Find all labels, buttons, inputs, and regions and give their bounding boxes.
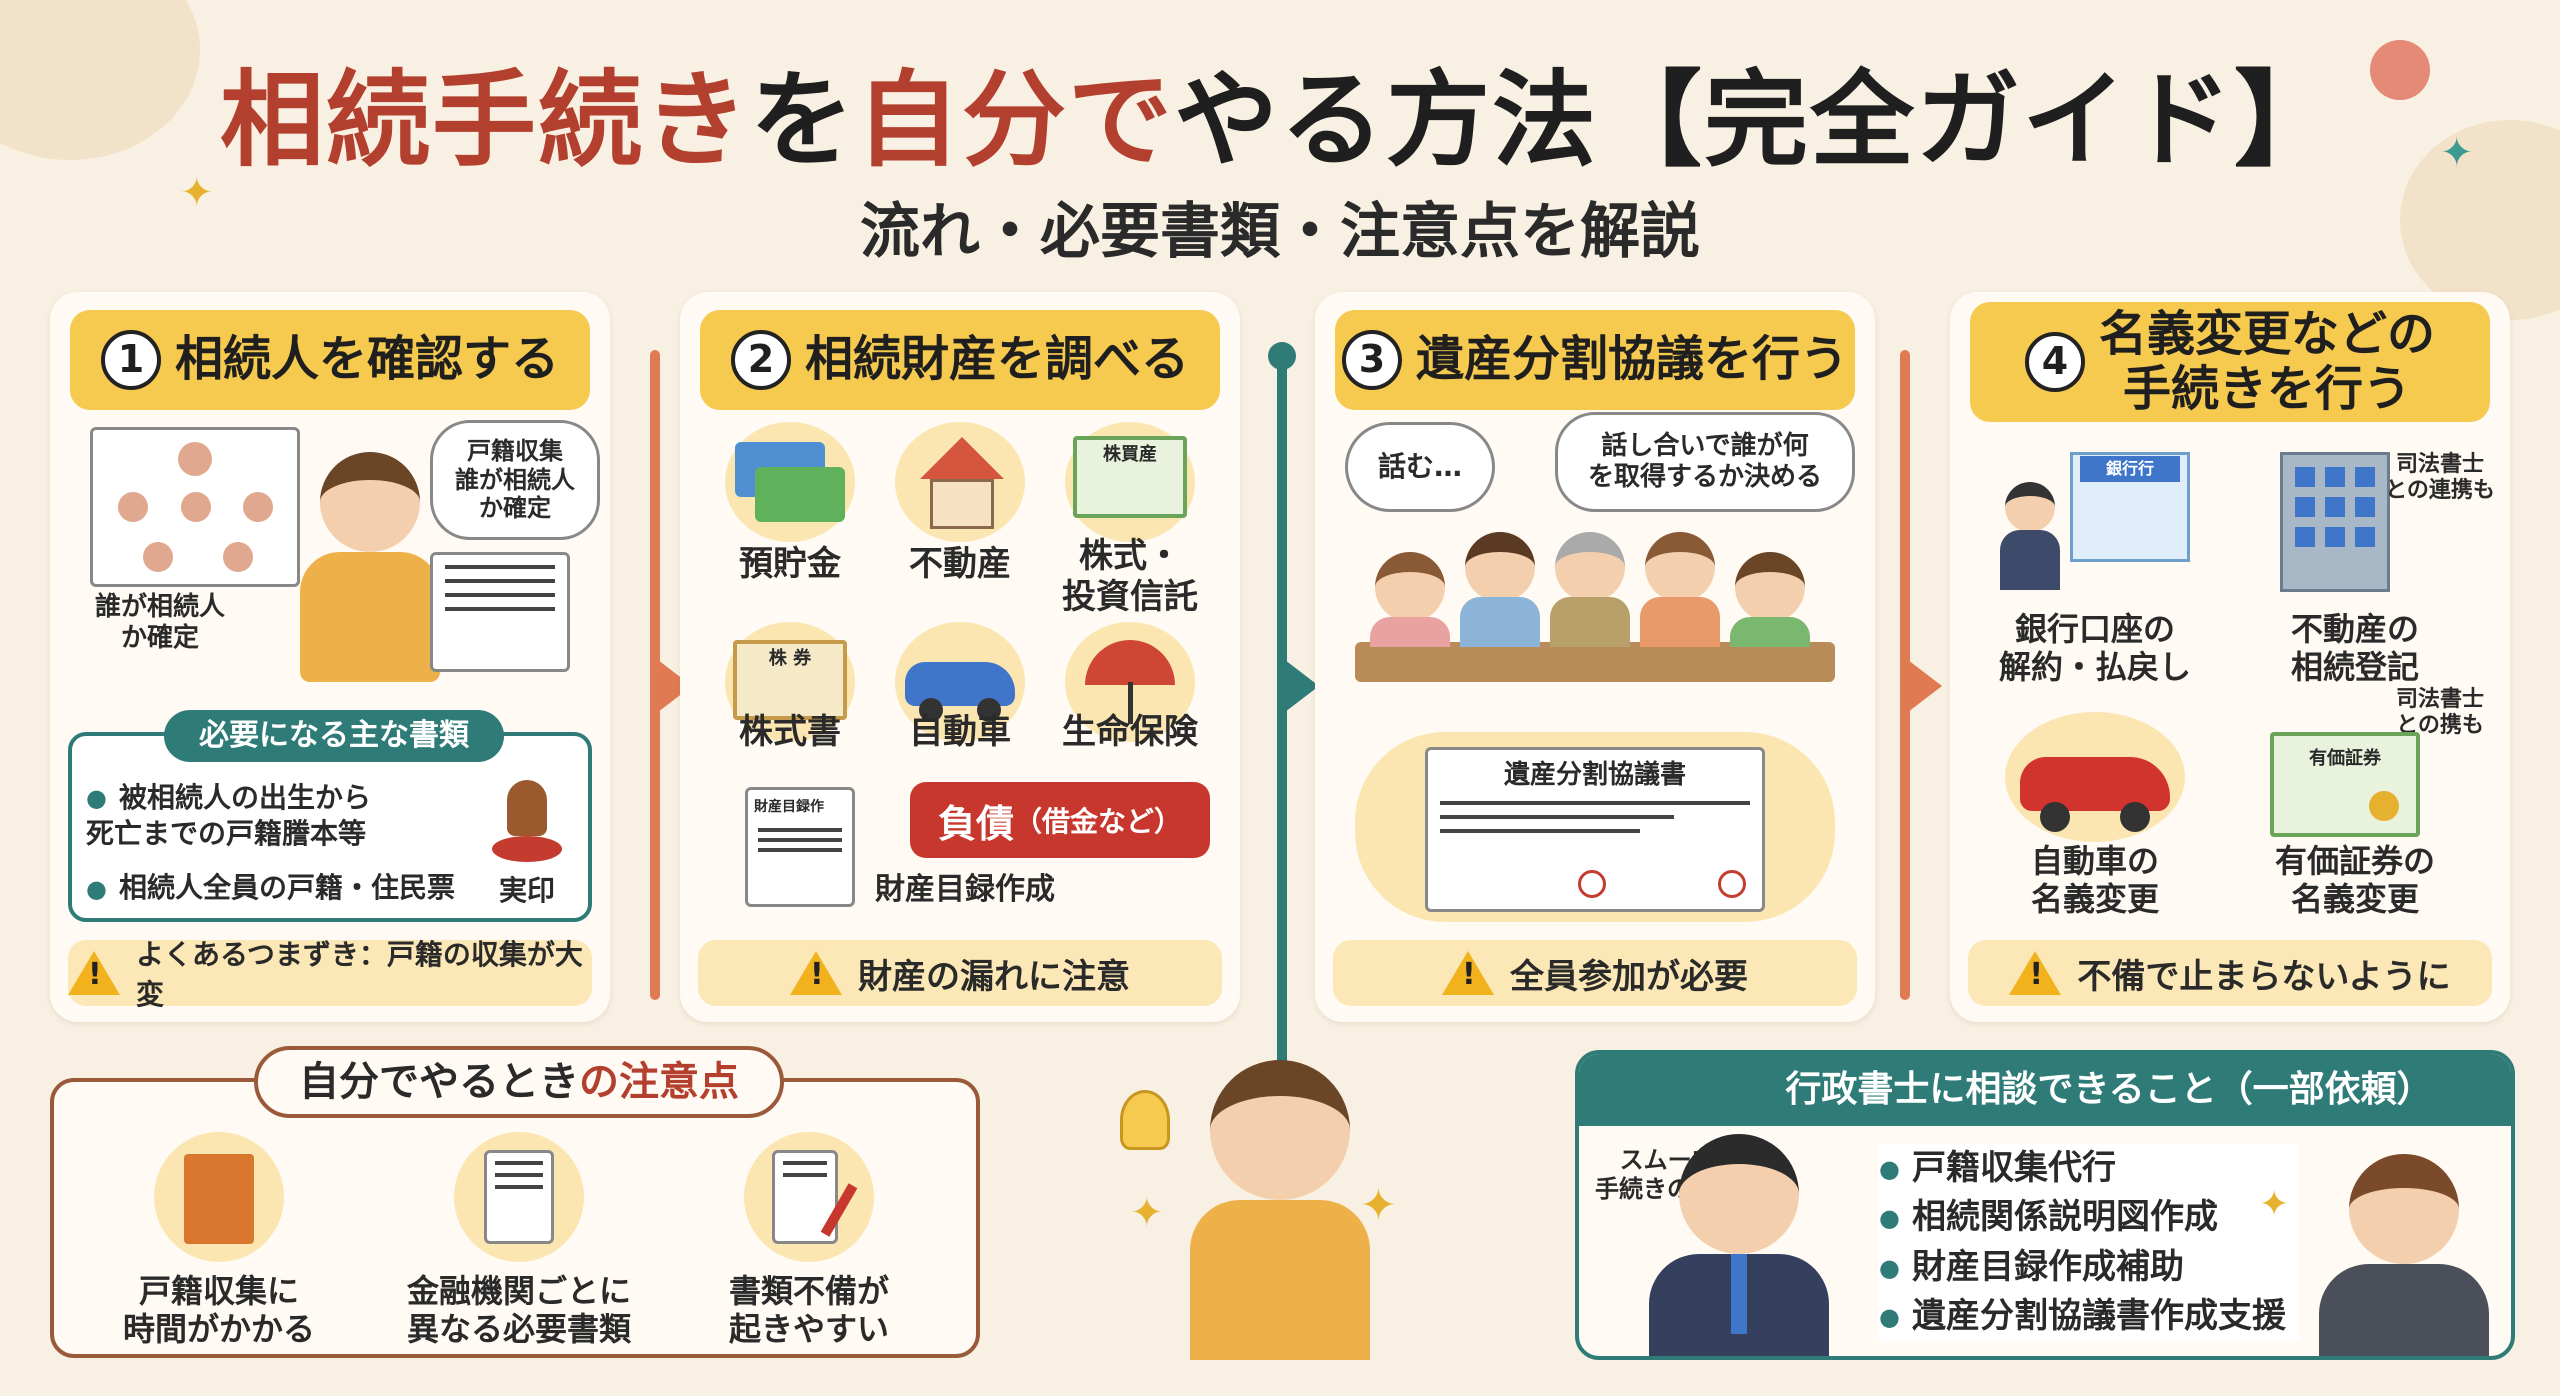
building-icon: [2280, 452, 2390, 592]
flow-connector-3-4: [1900, 350, 1910, 1000]
debt-badge: 負債（借金など）: [910, 782, 1210, 858]
required-documents-box: 必要になる主な書類 被相続人の出生から 死亡までの戸籍謄本等 相続人全員の戸籍・…: [68, 710, 592, 922]
step-4-card: 4 名義変更などの 手続きを行う 銀行行 銀行口座の 解約・払戻し 司法書士 と…: [1950, 292, 2510, 1022]
real-estate-label: 不動産の 相続登記: [2290, 610, 2419, 687]
sparkle-icon: ✦: [1360, 1180, 1397, 1231]
asset-label-car: 自動車: [909, 712, 1011, 752]
house-icon: [895, 422, 1025, 542]
inventory-document-icon: 財産目録作: [745, 787, 855, 907]
stock-certificate-icon: 株買産: [1065, 422, 1195, 542]
document-pen-icon: [744, 1132, 874, 1262]
person-illustration: [290, 452, 450, 682]
caution-item: 書類不備が 起きやすい: [728, 1272, 889, 1349]
consultation-item: 財産目録作成補助: [1879, 1243, 2299, 1292]
asset-label-bonds: 株式書: [739, 712, 841, 752]
step-number: 2: [730, 330, 791, 390]
cautions-box: 自分でやるときの注意点 戸籍収集に 時間がかかる 金融機関ごとに 異なる必要書類…: [50, 1046, 980, 1358]
umbrella-icon: [1065, 622, 1195, 742]
lightbulb-icon: [1120, 1090, 1170, 1150]
sparkle-icon: ✦: [180, 170, 214, 216]
step-1-card: 1 相続人を確認する 戸籍収集 誰が相続人 か確定 誰が相続人 か確定 必要にな…: [50, 292, 610, 1022]
required-documents-heading: 必要になる主な書類: [164, 710, 504, 762]
family-register-icon: [154, 1132, 284, 1262]
speech-bubble-left: 話む…: [1345, 422, 1495, 512]
asset-label-savings: 預貯金: [739, 544, 841, 584]
step-4-title: 4 名義変更などの 手続きを行う: [1970, 302, 2490, 422]
consultation-list: 戸籍収集代行 相続関係説明図作成 財産目録作成補助 遺産分割協議書作成支援: [1879, 1144, 2299, 1342]
consultation-box: 行政書士に相談できること（一部依頼） スムーズな 手続きのために 戸籍収集代行 …: [1575, 1050, 2515, 1360]
inventory-label: 財産目録作成: [875, 872, 1055, 907]
consultation-item: 相続関係説明図作成: [1879, 1193, 2299, 1242]
car-icon: [2005, 712, 2185, 842]
caution-item: 戸籍収集に 時間がかかる: [122, 1272, 315, 1349]
step-1-caption: 誰が相続人 か確定: [94, 592, 225, 654]
family-meeting-illustration: [1355, 522, 1835, 712]
step-number: 4: [2024, 332, 2085, 392]
step-number: 1: [100, 330, 161, 390]
securities-certificate-icon: 有価証券: [2270, 732, 2420, 837]
document-icon: [454, 1132, 584, 1262]
connector-dot: [1268, 342, 1296, 370]
sparkle-icon: ✦: [2259, 1184, 2290, 1225]
bank-label: 銀行口座の 解約・払戻し: [1998, 610, 2191, 687]
step-3-card: 3 遺産分割協議を行う 話む… 話し合いで誰が何 を取得するか決める 遺産分割協…: [1315, 292, 1875, 1022]
speech-bubble-right: 話し合いで誰が何 を取得するか決める: [1555, 412, 1855, 512]
step-1-title: 1 相続人を確認する: [70, 310, 590, 410]
step-3-warning: 全員参加が必要: [1333, 940, 1857, 1006]
step-number: 3: [1341, 330, 1402, 390]
scrivener-note-1: 司法書士 との連携も: [2385, 452, 2495, 504]
step-2-title: 2 相続財産を調べる: [700, 310, 1220, 410]
warning-icon: [1442, 951, 1494, 995]
document-item: 相続人全員の戸籍・住民票: [86, 868, 486, 909]
scrivener-woman-illustration: [2309, 1134, 2499, 1356]
asset-label-real-estate: 不動産: [909, 544, 1011, 584]
consultation-heading: 行政書士に相談できること（一部依頼）: [1579, 1054, 2511, 1126]
sparkle-icon: ✦: [2440, 130, 2474, 176]
cautions-heading: 自分でやるときの注意点: [254, 1046, 784, 1118]
step-2-warning: 財産の漏れに注意: [698, 940, 1222, 1006]
seal-stamp-icon: [492, 780, 562, 870]
sparkle-icon: ✦: [1130, 1190, 1164, 1236]
car-registration-label: 自動車の 名義変更: [2030, 842, 2159, 919]
step-2-card: 2 相続財産を調べる 預貯金 不動産 株買産 株式・ 投資信託 株 券 株式書 …: [680, 292, 1240, 1022]
bond-certificate-icon: 株 券: [725, 622, 855, 742]
bank-counter-icon: 銀行行: [2000, 452, 2190, 592]
document-item: 被相続人の出生から 死亡までの戸籍謄本等: [86, 780, 466, 853]
seal-label: 実印: [498, 874, 555, 907]
flow-connector-2-3: [1277, 350, 1287, 1070]
flow-connector-1-2: [650, 350, 660, 1000]
step-4-warning: 不備で止まらないように: [1968, 940, 2492, 1006]
flower-icon: [2370, 40, 2430, 100]
thinking-person-illustration: [1185, 1060, 1375, 1360]
caution-item: 金融機関ごとに 異なる必要書類: [406, 1272, 631, 1349]
arrow-right-icon: [1908, 660, 1942, 712]
bankbook-icon: [725, 422, 855, 542]
car-icon: [895, 622, 1025, 742]
warning-icon: [790, 951, 842, 995]
warning-icon: [2009, 951, 2062, 995]
page-subtitle: 流れ・必要書類・注意点を解説: [860, 197, 1700, 267]
step-3-title: 3 遺産分割協議を行う: [1335, 310, 1855, 410]
asset-label-insurance: 生命保険: [1062, 712, 1198, 752]
warning-icon: [68, 951, 120, 995]
consultation-item: 遺産分割協議書作成支援: [1879, 1292, 2299, 1341]
securities-label: 有価証券の 名義変更: [2274, 842, 2435, 919]
documents-icon: [430, 552, 570, 672]
scrivener-man-illustration: [1639, 1114, 1839, 1356]
step-1-warning: よくあるつまずき：戸籍の収集が大変: [68, 938, 592, 1011]
asset-label-stocks: 株式・ 投資信託: [1062, 536, 1198, 617]
consultation-item: 戸籍収集代行: [1879, 1144, 2299, 1193]
speech-bubble: 戸籍収集 誰が相続人 か確定: [430, 420, 600, 540]
family-tree-chart: [90, 427, 300, 587]
arrow-right-icon: [1285, 660, 1319, 712]
division-agreement-document: 遺産分割協議書: [1425, 747, 1765, 912]
page-title: 相続手続きを自分でやる方法【完全ガイド】: [219, 59, 2341, 181]
